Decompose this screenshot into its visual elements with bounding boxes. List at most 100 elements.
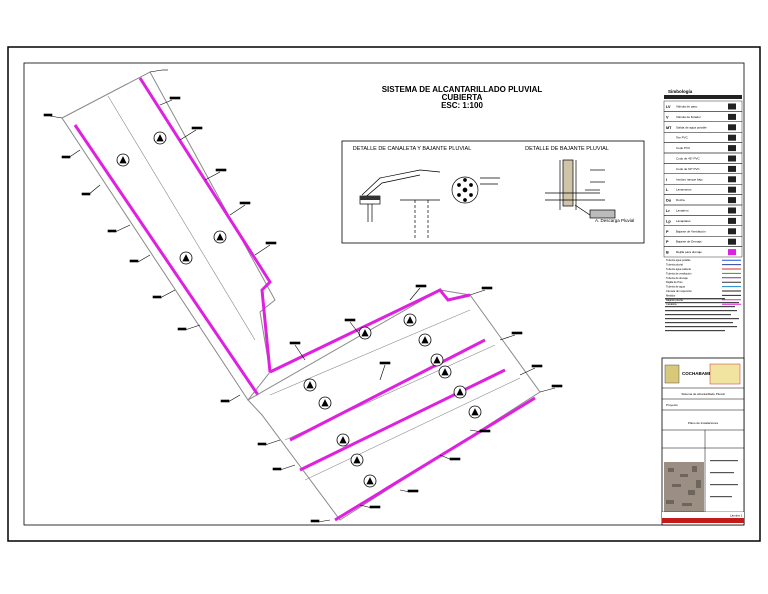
legend-line-label: Tubería agua caliente [666, 267, 692, 271]
detail-gutter-fill [360, 196, 380, 200]
legend-item-symbol-icon [728, 228, 736, 235]
title-block: COCHABAMBA Sistema de Alcantarillado Plu… [661, 357, 745, 526]
legend-line-item: Bajante pluvial [666, 298, 741, 302]
legend-item-code: P [666, 230, 669, 234]
legend-line-item: Tubería de agua [666, 285, 741, 289]
tb-row2: Proyecto [666, 403, 678, 407]
legend-item-label: Válvula de flotador [676, 115, 701, 119]
legend-item-symbol-icon [728, 145, 736, 152]
logo-text: COCHABAMBA [682, 371, 716, 376]
legend-item-symbol-icon [728, 249, 736, 256]
legend-item-code: Lr [666, 209, 670, 213]
legend-item: V Válvula de flotador [663, 111, 743, 123]
downspout-11 [318, 396, 332, 410]
legend-item-label: Rejilla para drenaje [676, 250, 702, 254]
downspout-10 [438, 365, 452, 379]
legend-line-label: Rejilla de Piso [666, 280, 683, 284]
detail-bajante [545, 159, 616, 219]
downspout-symbols [116, 131, 482, 488]
downspout-7 [418, 333, 432, 347]
gutter-upper-left [73, 124, 260, 396]
legend-notes [665, 298, 739, 332]
legend-item-code: Lp [666, 219, 671, 223]
downspout-16 [363, 474, 377, 488]
legend-item-code: MT [666, 126, 672, 130]
tb-sheet: Lámina 1 [730, 514, 743, 518]
gutter-lower-1 [269, 288, 471, 374]
gutter-lower-3 [299, 368, 506, 472]
legend-item-label: Salida de agua potable [676, 125, 707, 129]
annotation-leaders [43, 69, 563, 523]
legend-item-label: Inodoro tanque bajo [676, 177, 703, 181]
detail-frame [341, 140, 645, 244]
downspout-15 [350, 453, 364, 467]
legend-item: Codo de 45° PVC [663, 152, 743, 164]
legend-item-code: V [666, 115, 669, 119]
downspout-4 [179, 251, 193, 265]
legend-item-symbol-icon [728, 155, 736, 162]
gutter-upper-right [138, 77, 272, 373]
legend-item: P Bajante de Ventilación [663, 225, 743, 237]
tb-bottom-bar [662, 512, 744, 518]
legend-item-code: L [666, 188, 669, 192]
legend-line-item: Rejilla de Piso [666, 280, 741, 284]
legend-item-symbol-icon [728, 113, 736, 120]
legend-item-symbol-icon [728, 103, 736, 110]
legend-item: P Bajante de Drenaje [663, 235, 743, 247]
legend-item-label: Bajante de Drenaje [676, 240, 702, 244]
downspout-14 [468, 405, 482, 419]
legend-item: Lp Lavaplatos [663, 215, 743, 226]
drawing-title: SISTEMA DE ALCANTARILLADO PLUVIAL CUBIER… [382, 85, 543, 110]
legend-item-code: Du [666, 199, 672, 203]
wing-lower-ridge-1 [269, 309, 471, 396]
roof-plan [43, 69, 563, 523]
legend-line-item: Tubería pluvial [666, 263, 741, 267]
legend-line-item: Tubería de drenaje [666, 276, 741, 280]
legend-line-item: Cámara de inspección [666, 289, 741, 293]
legend-item-code: P [666, 240, 669, 244]
legend-item-label: Ducha [676, 198, 685, 202]
legend-item-symbol-icon [728, 134, 736, 141]
legend-item: Du Ducha [663, 194, 743, 206]
legend-item: I Inodoro tanque bajo [663, 173, 743, 185]
legend-line-item: Medidor [666, 293, 741, 297]
tb-row3: Plano de Instalaciones [688, 421, 719, 425]
legend-item-label: Lavaplatos [676, 219, 691, 223]
legend-item-code: I [666, 178, 667, 182]
title-line-1: SISTEMA DE ALCANTARILLADO PLUVIAL [382, 85, 543, 94]
downspout-9 [430, 353, 444, 367]
title-line-2: CUBIERTA [442, 93, 483, 102]
inner-frame [23, 62, 745, 526]
logo-emblem [664, 364, 680, 384]
legend-item-symbol-icon [728, 217, 736, 224]
detail-right-caption: A. Descarga Pluvial [595, 218, 634, 223]
legend-line-label: Canaleta [666, 302, 677, 306]
legend-item-symbol-icon [728, 197, 736, 204]
tb-red-strip [662, 518, 744, 523]
legend-item: MT Salida de agua potable [663, 121, 743, 133]
gutter-lower-4 [334, 396, 536, 522]
legend-item-label: Válvula de paso [676, 105, 698, 109]
detail-box: DETALLE DE CANALETA Y BAJANTE PLUVIAL DE… [341, 140, 645, 244]
legend-line-item: Tubería agua caliente [666, 267, 741, 271]
legend-line-label: Tubería de ventilación [666, 271, 692, 275]
downspout-6 [358, 326, 372, 340]
detail-right-title: DETALLE DE BAJANTE PLUVIAL [525, 146, 609, 152]
legend-item: Tee PVC [663, 131, 743, 143]
legend-item-symbol-icon [728, 186, 736, 193]
downspout-12 [453, 385, 467, 399]
wing-upper-ridge [107, 95, 256, 341]
downspout-5 [403, 313, 417, 327]
downspout-3 [213, 230, 227, 244]
legend-item-label: Bajante de Ventilación [676, 229, 706, 233]
detail-canaleta [359, 169, 500, 240]
legend-line-label: Cámara de inspección [666, 289, 692, 293]
legend-header: Simbología [668, 89, 693, 94]
